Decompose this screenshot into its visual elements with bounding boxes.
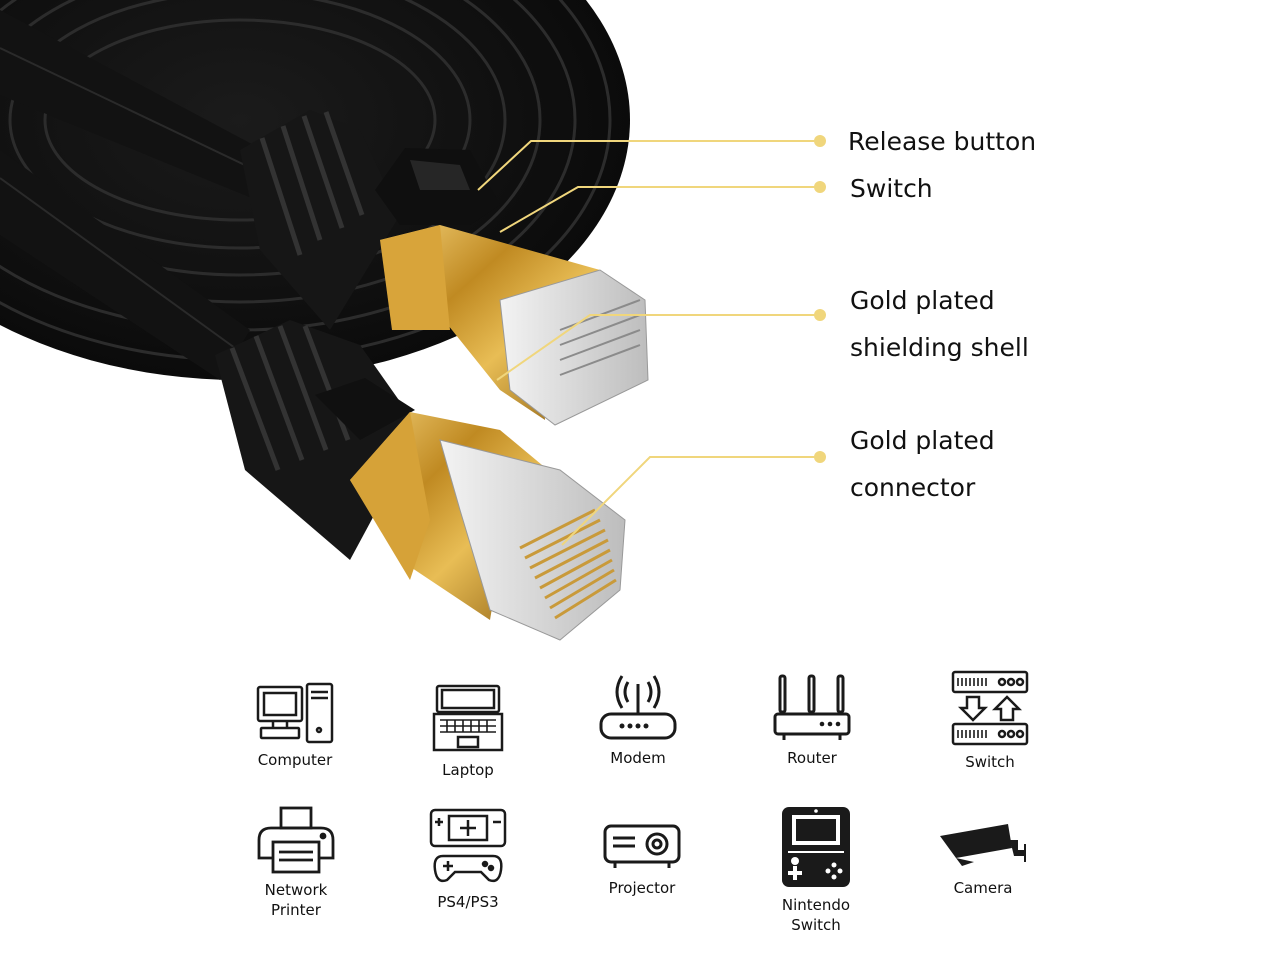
security-camera-icon	[940, 824, 1026, 866]
device-modem: Modem	[563, 674, 713, 768]
device-network-printer: Network Printer	[221, 806, 371, 920]
device-laptop: Laptop	[393, 684, 543, 780]
device-label: Laptop	[442, 761, 494, 779]
cable-illustration	[0, 0, 826, 641]
lower-rj45-connector	[215, 320, 626, 641]
callout-shielding-shell: Gold plated shielding shell	[850, 286, 1029, 362]
router-icon	[773, 674, 851, 740]
printer-icon	[257, 806, 335, 874]
device-switch: Switch	[915, 670, 1065, 772]
device-label: Camera	[953, 879, 1013, 897]
leader-connector	[561, 456, 820, 546]
device-label: Modem	[610, 749, 666, 767]
leader-release-button	[477, 140, 820, 191]
handheld-console-icon	[782, 807, 850, 887]
leader-switch	[499, 186, 820, 233]
device-label: Router	[787, 749, 837, 767]
device-nintendo-switch: Nintendo Switch	[741, 805, 891, 935]
device-label: Switch	[965, 753, 1015, 771]
laptop-icon	[432, 684, 504, 752]
computer-icon	[256, 682, 334, 744]
callout-release-button: Release button	[848, 127, 1037, 156]
device-label: Network Printer	[264, 881, 328, 919]
device-label: Nintendo Switch	[781, 896, 851, 934]
device-label: Projector	[608, 879, 676, 897]
device-router: Router	[737, 674, 887, 768]
lower-cable	[0, 150, 250, 380]
modem-icon	[599, 675, 677, 740]
device-computer: Computer	[220, 682, 370, 770]
game-console-icon	[429, 808, 507, 883]
device-label: Computer	[257, 751, 333, 769]
device-ps4-ps3: PS4/PS3	[393, 808, 543, 912]
projector-icon	[603, 824, 681, 868]
upper-rj45-connector	[240, 110, 649, 426]
leader-shielding-shell	[496, 314, 820, 381]
device-camera: Camera	[908, 822, 1058, 898]
device-label: PS4/PS3	[437, 893, 499, 911]
callout-switch: Switch	[850, 174, 933, 203]
callout-dots	[814, 135, 826, 463]
callout-connector: Gold plated connector	[850, 426, 995, 502]
device-projector: Projector	[567, 822, 717, 898]
callout-leaders	[477, 140, 820, 546]
network-switch-icon	[951, 670, 1029, 746]
